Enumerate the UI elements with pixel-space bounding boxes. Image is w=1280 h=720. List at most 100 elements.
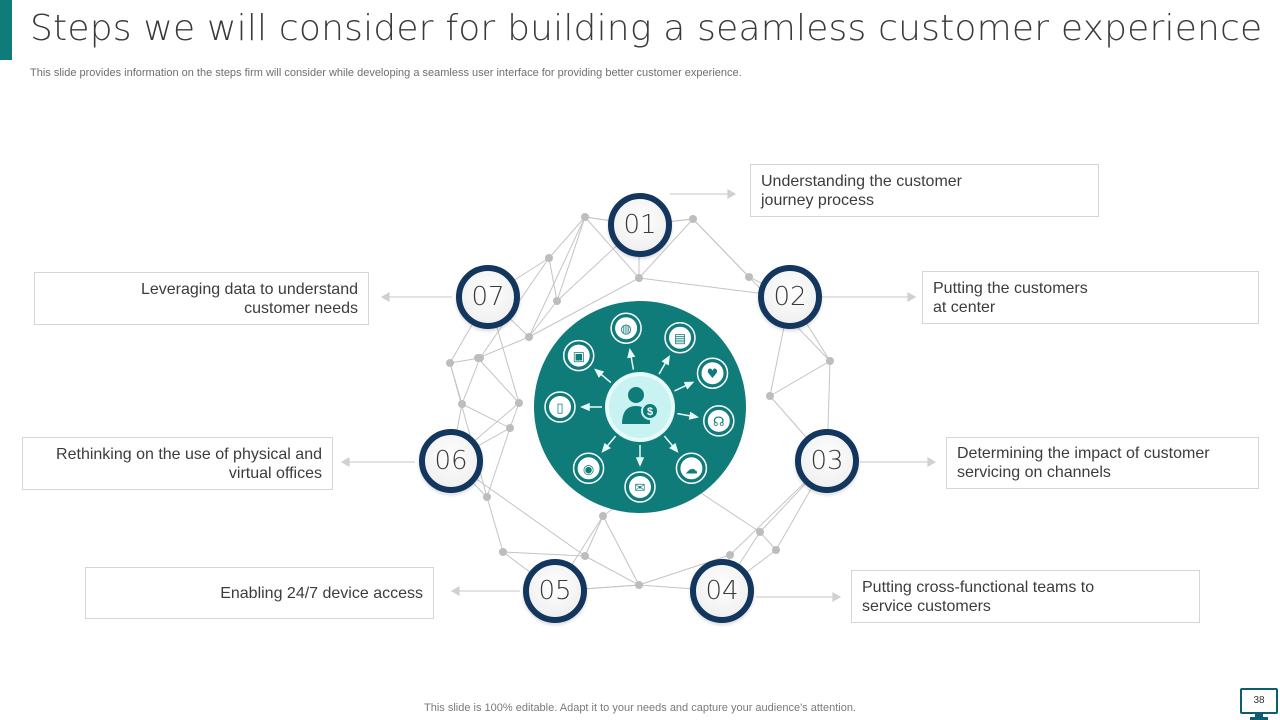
page-title: Steps we will consider for building a se… <box>30 8 1263 49</box>
step-text-line1: Leveraging data to understand <box>140 280 358 298</box>
hub-arrowhead-icon <box>627 348 636 359</box>
network-line <box>461 357 481 405</box>
svg-text:◍: ◍ <box>620 322 631 337</box>
network-line <box>477 357 520 404</box>
network-line <box>461 403 511 429</box>
hub-arrowhead-icon <box>688 411 699 420</box>
network-node <box>599 512 607 520</box>
step-number-02: 02 <box>758 265 822 329</box>
network-line <box>528 300 558 338</box>
network-node <box>515 399 523 407</box>
network-line <box>584 216 640 279</box>
network-line <box>486 496 504 553</box>
svg-text:◉: ◉ <box>583 462 594 477</box>
hub-arrowhead-icon <box>601 442 611 453</box>
svg-text:♥: ♥ <box>707 367 719 382</box>
network-node <box>458 400 466 408</box>
step-number-04: 04 <box>690 559 754 623</box>
step-text-line1: Putting cross-functional teams to <box>862 578 1095 596</box>
arrowhead-icon <box>927 456 937 468</box>
network-line <box>528 216 586 338</box>
chat-bubbles-icon: ☁ <box>675 452 708 485</box>
connector-arrows <box>340 188 937 603</box>
page-number-badge: 38 <box>1240 688 1278 720</box>
network-line <box>548 216 586 259</box>
hub-arrowhead-icon <box>661 355 670 366</box>
svg-text:✉: ✉ <box>635 481 646 496</box>
network-node <box>474 354 482 362</box>
svg-text:$: $ <box>647 406 653 418</box>
network-line <box>556 216 586 302</box>
arrowhead-icon <box>907 291 917 303</box>
hub: $ ◍ ▤ ♥ ☊ ☁ ✉ ◉ ▯ ▣ <box>534 301 746 513</box>
network-node <box>446 359 454 367</box>
network-line <box>602 515 640 586</box>
smartphone-icon: ▯ <box>544 391 576 423</box>
email-icon: ✉ <box>624 471 656 503</box>
svg-text:▤: ▤ <box>674 332 686 347</box>
hub-arrows <box>580 348 699 467</box>
tablet-icon: ▣ <box>562 339 595 372</box>
network-node <box>553 297 561 305</box>
page-subtitle: This slide provides information on the s… <box>30 67 742 79</box>
network-node <box>772 546 780 554</box>
network-node <box>635 274 643 282</box>
footer-note: This slide is 100% editable. Adapt it to… <box>424 702 856 714</box>
network-line <box>449 362 488 498</box>
step-number-05: 05 <box>523 559 587 623</box>
step-text-line2: customer needs <box>244 299 358 317</box>
step-number-07: 07 <box>456 265 520 329</box>
step-text-line2: servicing on channels <box>957 464 1111 481</box>
step-text-line1: Putting the customers <box>933 279 1088 297</box>
network-node <box>506 424 514 432</box>
arrowhead-icon <box>450 585 460 597</box>
network-line <box>759 531 777 551</box>
network-node <box>635 581 643 589</box>
network-line <box>584 555 640 586</box>
network-line <box>509 402 520 429</box>
step-text-line2: service customers <box>862 597 991 615</box>
network-node <box>545 254 553 262</box>
step-text-line2: virtual offices <box>228 464 322 482</box>
network-node <box>499 548 507 556</box>
svg-text:☊: ☊ <box>713 415 725 430</box>
network-line <box>477 336 530 359</box>
svg-text:▣: ▣ <box>573 350 585 365</box>
network-line <box>502 551 586 557</box>
hub-arrowhead-icon <box>683 381 695 390</box>
network-line <box>638 218 694 279</box>
clipboard-icon: ▤ <box>664 321 696 354</box>
step-box-05: Enabling 24/7 device access <box>85 567 434 619</box>
heart-icon: ♥ <box>696 357 729 389</box>
network-line <box>692 218 750 278</box>
network-node <box>826 357 834 365</box>
monitor-base-icon <box>1250 717 1268 720</box>
monitor-stand-icon <box>1255 714 1263 718</box>
thumbs-up-icon: ◉ <box>572 452 605 485</box>
step-number-06: 06 <box>419 429 483 493</box>
network-node <box>483 493 491 501</box>
network-node <box>581 213 589 221</box>
hub-arrowhead-icon <box>580 402 590 412</box>
globe-icon: ◍ <box>610 312 642 344</box>
network-line <box>528 277 640 338</box>
title-accent-bar <box>0 0 12 60</box>
step-text-line1: Understanding the customer <box>761 172 962 190</box>
network-line <box>584 515 604 557</box>
network-node <box>756 528 764 536</box>
step-number-03: 03 <box>795 429 859 493</box>
step-text-line1: Enabling 24/7 device access <box>220 584 423 602</box>
customer-dollar-icon: $ <box>622 387 659 424</box>
step-text-line1: Rethinking on the use of physical and <box>56 445 322 463</box>
network-node <box>766 392 774 400</box>
svg-text:☁: ☁ <box>685 462 698 477</box>
page-number: 38 <box>1240 688 1278 714</box>
headset-icon: ☊ <box>703 405 735 437</box>
hub-arrowhead-icon <box>669 442 679 453</box>
network-node <box>689 215 697 223</box>
